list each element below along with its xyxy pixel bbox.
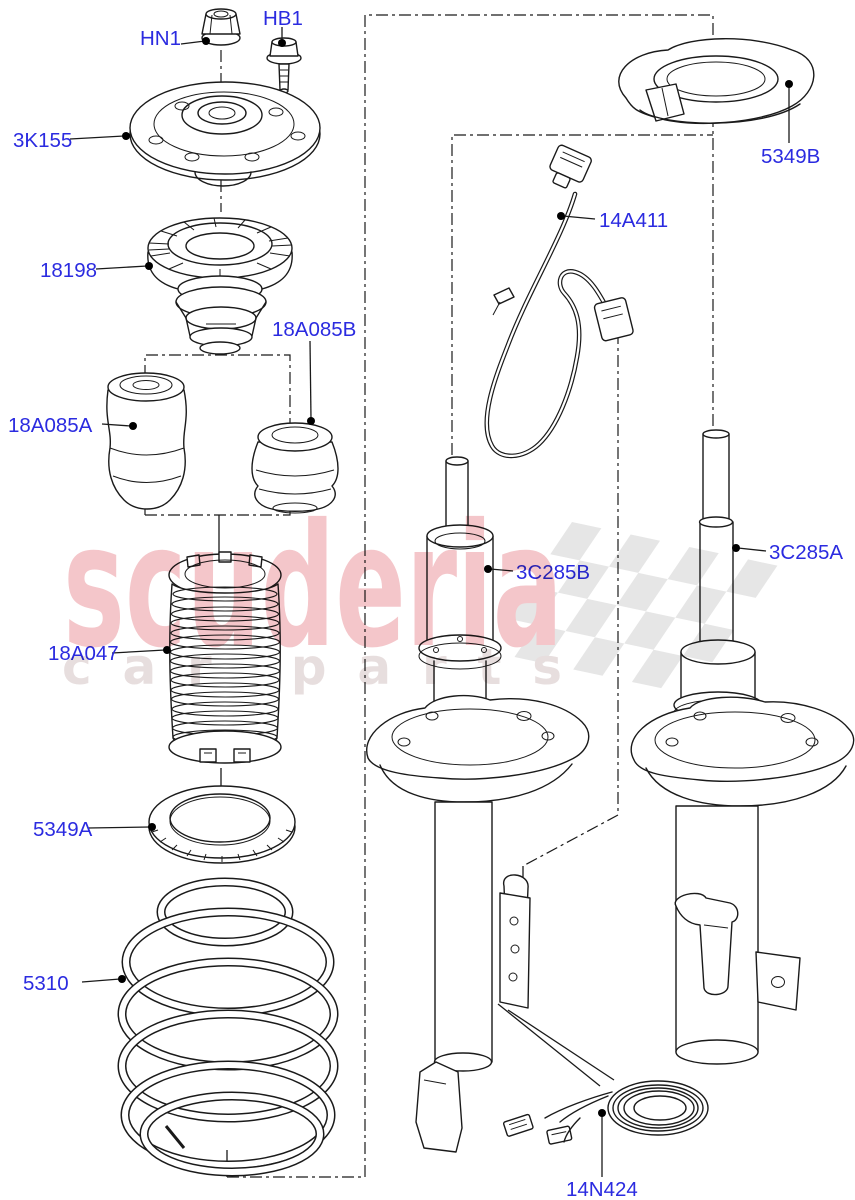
part-label-18a085a[interactable]: 18A085A [8, 414, 93, 437]
coil-spring-drawing [117, 877, 339, 1177]
spring-seat-upper-drawing [618, 38, 815, 125]
part-label-14n424[interactable]: 14N424 [566, 1178, 638, 1200]
bump-stop-b-drawing [251, 422, 339, 514]
part-label-3k155[interactable]: 3K155 [13, 129, 72, 152]
leader-lines [69, 27, 793, 1177]
bearing-drawing [147, 217, 293, 355]
brand-watermark-text: scuderia [63, 488, 563, 686]
spring-seat-lower-drawing [148, 785, 296, 864]
part-label-18198[interactable]: 18198 [40, 259, 97, 282]
boot-ribs [169, 586, 281, 745]
abs-sensor-wire-drawing [484, 144, 634, 459]
part-label-5310[interactable]: 5310 [23, 972, 69, 995]
strut-b-drawing [366, 456, 590, 1153]
part-label-5349a[interactable]: 5349A [33, 818, 93, 841]
tagline-watermark-text: car parts [62, 638, 562, 696]
bearing-rib-ticks [148, 217, 293, 278]
strut-a-drawing [630, 429, 855, 1065]
bump-stop-a-drawing [106, 372, 187, 510]
part-label-3c285a[interactable]: 3C285A [769, 541, 843, 564]
checkered-flag-pattern [506, 522, 778, 689]
part-labels: HN1 HB1 3K155 18198 18A085B 18A085A 18A0… [8, 7, 843, 1200]
watermark: scuderia car parts [62, 488, 778, 696]
wiring-harness-drawing [502, 1080, 709, 1145]
part-label-hb1[interactable]: HB1 [263, 7, 303, 30]
strut-top-mount-drawing [129, 81, 321, 187]
part-label-14a411[interactable]: 14A411 [599, 209, 668, 232]
part-label-hn1[interactable]: HN1 [140, 27, 181, 50]
part-label-18a085b[interactable]: 18A085B [272, 318, 356, 341]
dust-boot-drawing [168, 551, 282, 764]
part-label-5349b[interactable]: 5349B [761, 145, 820, 168]
seat-serrations [151, 829, 293, 862]
nut-drawing [201, 8, 241, 46]
part-label-18a047[interactable]: 18A047 [48, 642, 119, 665]
